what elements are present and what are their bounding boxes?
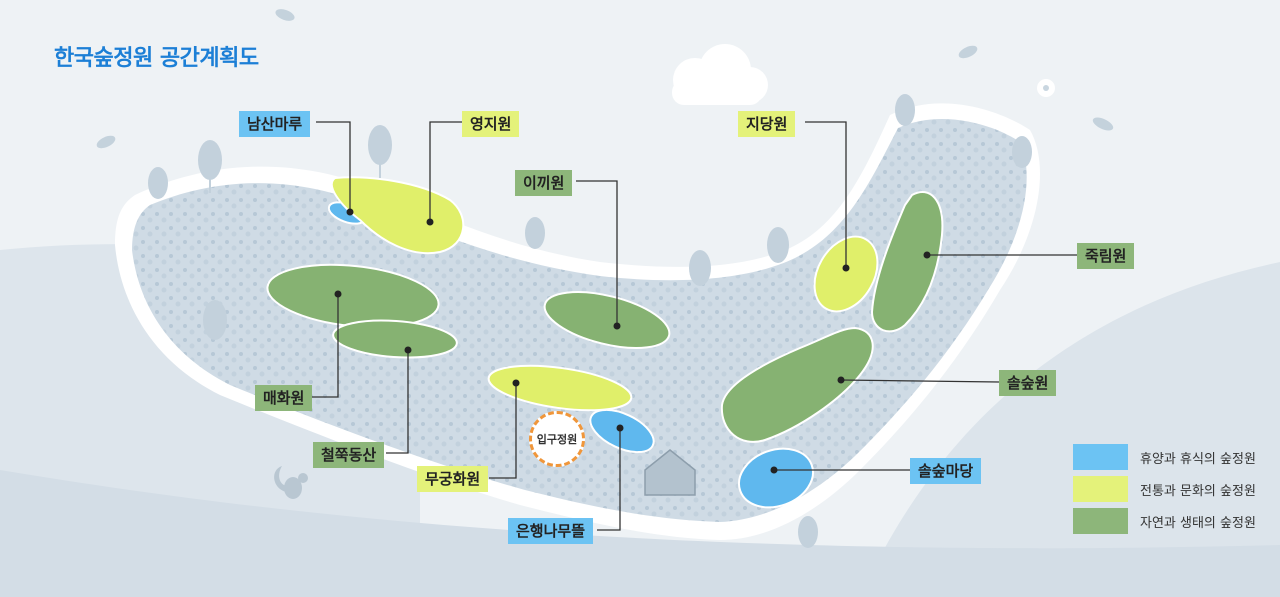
label-solsupmadang[interactable]: 솔숲마당 [910, 458, 982, 484]
zone-cheoljjuk[interactable] [332, 317, 458, 362]
label-cheoljjuk[interactable]: 철쭉동산 [313, 442, 385, 468]
leaf-icon [96, 9, 1114, 149]
legend-label: 전통과 문화의 숲정원 [1140, 483, 1256, 499]
legend-swatch-yellow [1073, 476, 1128, 502]
dot-namsan [346, 208, 354, 216]
legend-item-culture: 전통과 문화의 숲정원 [1073, 476, 1256, 502]
leader-mugunghwa [489, 383, 517, 479]
label-jukrim[interactable]: 죽림원 [1077, 243, 1135, 269]
zone-ikki[interactable] [539, 281, 675, 359]
label-ikki[interactable]: 이끼원 [515, 170, 573, 196]
dot-yeongji [426, 218, 434, 226]
dot-mugunghwa [512, 379, 520, 387]
zone-jukrim[interactable] [870, 190, 944, 333]
zone-mugunghwa[interactable] [486, 358, 634, 418]
dot-ikki [613, 322, 621, 330]
leader-jidang [805, 121, 847, 268]
entrance-marker[interactable]: 입구정원 [529, 411, 585, 467]
flower-icon [1037, 79, 1055, 97]
dot-solsupmadang [770, 466, 778, 474]
page-title: 한국숲정원 공간계획도 [54, 46, 259, 71]
leader-eunhaeng [597, 428, 621, 531]
dot-jukrim [923, 251, 931, 259]
building-icon [644, 449, 696, 496]
label-yeongji[interactable]: 영지원 [462, 111, 520, 137]
legend: 휴양과 휴식의 숲정원 전통과 문화의 숲정원 자연과 생태의 숲정원 [1073, 444, 1256, 540]
leader-dots [334, 208, 931, 474]
legend-swatch-green [1073, 508, 1128, 534]
label-eunhaeng[interactable]: 은행나무뜰 [508, 518, 594, 544]
label-solsup[interactable]: 솔숲원 [999, 370, 1057, 396]
dot-jidang [842, 264, 850, 272]
legend-item-rest: 휴양과 휴식의 숲정원 [1073, 444, 1256, 470]
leader-ikki [576, 180, 618, 326]
dot-eunhaeng [616, 424, 624, 432]
dot-maehwa [334, 290, 342, 298]
label-jidang[interactable]: 지당원 [738, 111, 796, 137]
zone-jidang[interactable] [802, 225, 890, 322]
leader-maehwa [311, 294, 339, 398]
leader-lines [311, 121, 1077, 531]
dot-solsup [837, 376, 845, 384]
label-maehwa[interactable]: 매화원 [255, 385, 313, 411]
leader-cheoljjuk [386, 350, 409, 454]
legend-label: 자연과 생태의 숲정원 [1140, 515, 1256, 531]
zone-eunhaeng[interactable] [584, 401, 660, 461]
cloud-icon [672, 44, 768, 105]
leader-solsup [840, 379, 1000, 383]
squirrel-icon [274, 466, 308, 499]
label-mugunghwa[interactable]: 무궁화원 [417, 466, 489, 492]
legend-swatch-blue [1073, 444, 1128, 470]
background-ground [0, 470, 1280, 597]
dot-cheoljjuk [404, 346, 412, 354]
legend-item-nature: 자연과 생태의 숲정원 [1073, 508, 1256, 534]
zone-solsupmadang[interactable] [731, 439, 822, 518]
background-hill [860, 262, 1280, 597]
legend-label: 휴양과 휴식의 숲정원 [1140, 451, 1256, 467]
zone-solsup[interactable] [720, 326, 874, 443]
leader-yeongji [429, 121, 462, 220]
tree-icon [148, 94, 1032, 548]
entrance-label: 입구정원 [536, 433, 578, 446]
leader-namsan [316, 121, 351, 212]
label-namsan[interactable]: 남산마루 [239, 111, 311, 137]
